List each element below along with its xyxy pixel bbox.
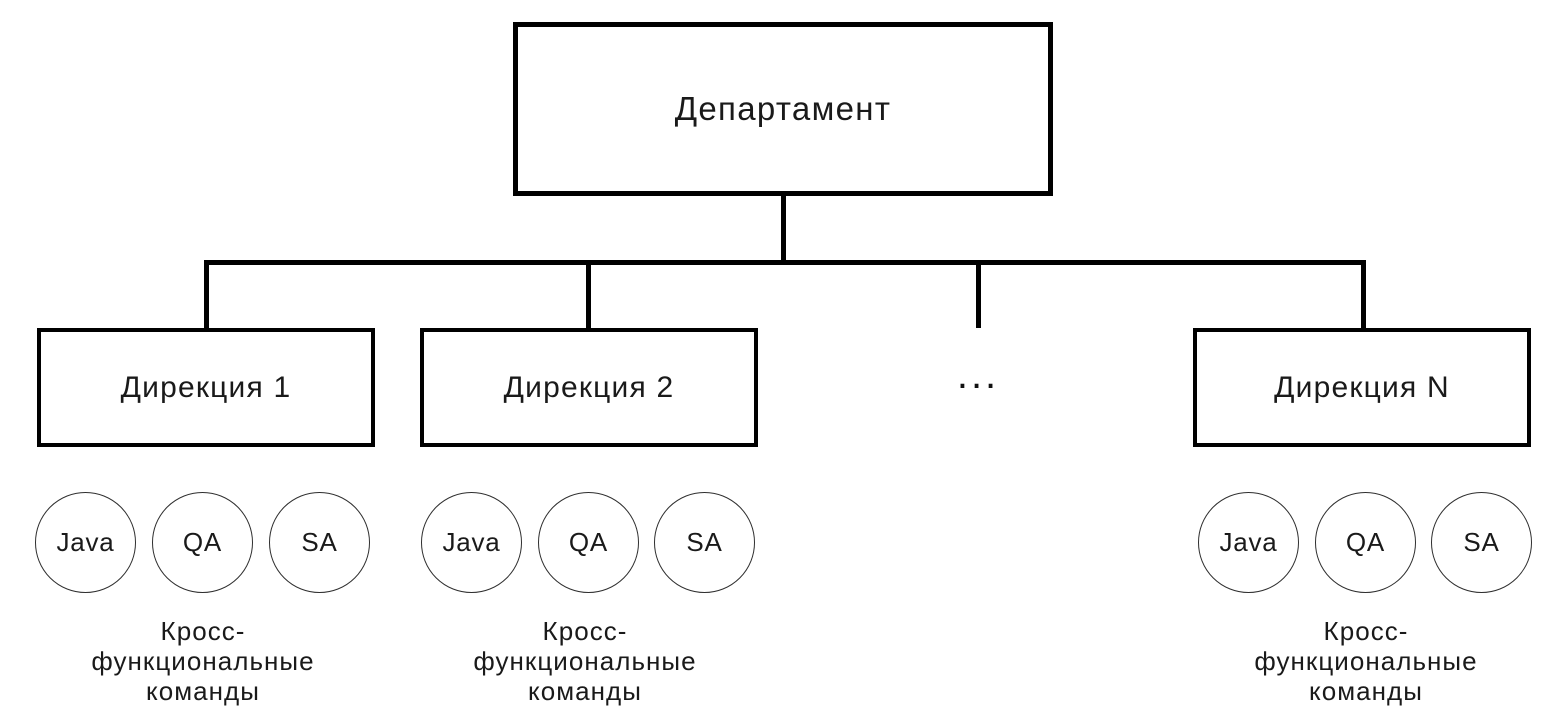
caption-line-3: команды [146,676,260,706]
team-circle-java: Java [1198,492,1299,593]
caption-line-2: функциональные [1254,646,1478,676]
team-circle-java-label: Java [56,527,115,557]
team-circle-qa-label: QA [1345,527,1386,557]
caption-line-3: команды [528,676,642,706]
caption-line-1: Кросс- [1323,616,1409,646]
direction-2-label: Дирекция 2 [503,370,675,404]
team-circle-java-label: Java [442,527,501,557]
team-circle-qa: QA [538,492,639,593]
caption-line-2: функциональные [473,646,697,676]
team-circle-qa: QA [152,492,253,593]
connector-stub-direction-1 [204,260,209,330]
connector-stub-ellipsis [976,260,981,328]
caption-line-1: Кросс- [542,616,628,646]
connector-stub-direction-n [1361,260,1366,330]
connector-stub-direction-2 [586,260,591,330]
team-circle-java-label: Java [1219,527,1278,557]
cross-functional-teams-caption: Кросс- функциональные команды [1196,616,1536,706]
team-circle-sa-label: SA [686,527,723,557]
direction-box-n: Дирекция N [1193,328,1531,447]
team-circle-sa-label: SA [1463,527,1500,557]
department-label: Департамент [674,90,892,127]
caption-line-1: Кросс- [160,616,246,646]
team-circle-java: Java [421,492,522,593]
team-circle-qa: QA [1315,492,1416,593]
team-circle-sa: SA [269,492,370,593]
team-circle-java: Java [35,492,136,593]
cross-functional-teams-caption: Кросс- функциональные команды [33,616,373,706]
caption-line-2: функциональные [91,646,315,676]
direction-1-label: Дирекция 1 [120,370,292,404]
cross-functional-teams-caption: Кросс- функциональные команды [415,616,755,706]
connector-trunk [781,194,786,262]
connector-horizontal-bar [204,260,1366,265]
team-circle-sa: SA [654,492,755,593]
team-circle-sa: SA [1431,492,1532,593]
ellipsis-more-directions: ... [956,353,1000,397]
direction-n-label: Дирекция N [1274,370,1450,404]
team-circle-sa-label: SA [301,527,338,557]
department-box: Департамент [513,22,1053,196]
direction-box-2: Дирекция 2 [420,328,758,447]
team-circle-qa-label: QA [568,527,609,557]
caption-line-3: команды [1309,676,1423,706]
team-circle-qa-label: QA [182,527,223,557]
direction-box-1: Дирекция 1 [37,328,375,447]
